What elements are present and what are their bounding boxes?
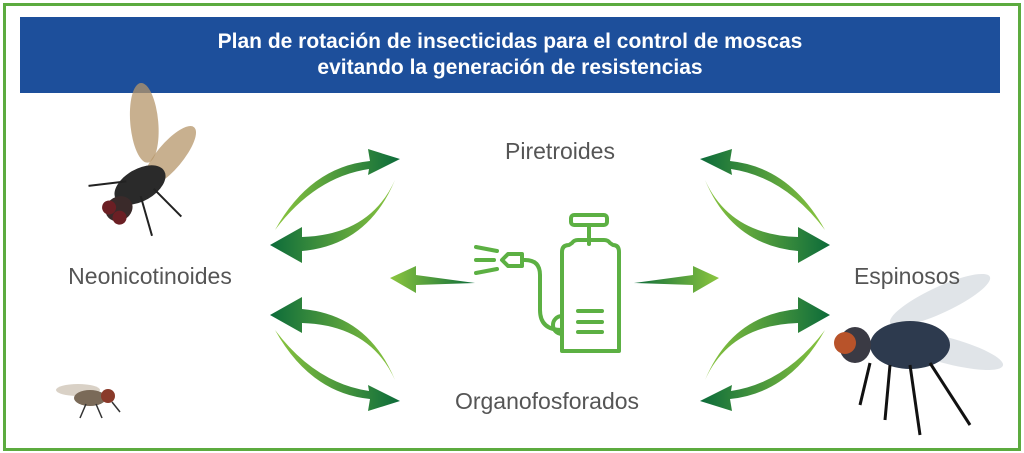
title-line-1: Plan de rotación de insecticidas para el… (217, 30, 803, 53)
rotation-arrow-icon (275, 149, 400, 230)
rotation-arrow-icon (270, 297, 395, 380)
rotation-arrow-icon (700, 330, 825, 411)
arrow-left-icon (390, 266, 475, 293)
label-organofosforados: Organofosforados (454, 388, 640, 414)
fly-image (56, 384, 121, 419)
rotation-arrow-icon (705, 180, 830, 263)
rotation-arrows-bottom-right (700, 297, 830, 411)
fly-image (834, 273, 1004, 436)
rotation-arrow-icon (270, 180, 395, 263)
sprayer-icon (474, 213, 621, 353)
label-neonicotinoides: Neonicotinoides (68, 263, 232, 289)
title-line-2: evitando la generación de resistencias (317, 56, 703, 79)
rotation-arrow-icon (705, 297, 830, 380)
rotation-arrows-top-left (270, 149, 400, 263)
arrow-right-icon (634, 266, 719, 293)
green-frame (3, 3, 1021, 451)
rotation-arrows-top-right (700, 149, 830, 263)
label-espinosos: Espinosos (853, 263, 961, 289)
label-piretroides: Piretroides (505, 138, 615, 164)
rotation-arrow-icon (700, 149, 825, 230)
rotation-arrows-bottom-left (270, 297, 400, 411)
title-banner: Plan de rotación de insecticidas para el… (20, 17, 1000, 93)
fly-image (88, 82, 197, 237)
rotation-arrow-icon (275, 330, 400, 411)
